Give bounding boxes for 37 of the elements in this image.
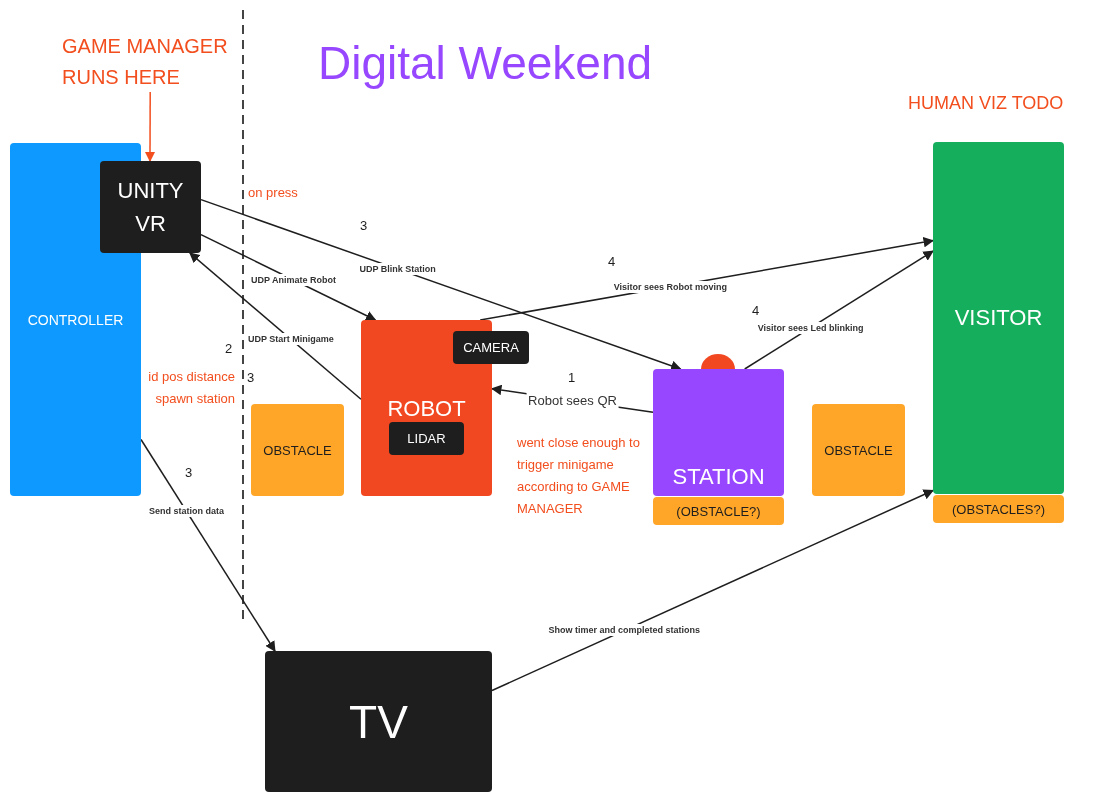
- step-number: 3: [247, 369, 255, 387]
- lidar-box: LIDAR: [389, 422, 464, 456]
- camera-box: CAMERA: [453, 331, 529, 364]
- step-number: 4: [752, 302, 760, 320]
- step-number: 1: [568, 369, 576, 387]
- edge-label: Visitor sees Led blinking: [755, 321, 866, 334]
- annotation-text: HUMAN VIZ TODO: [908, 92, 1064, 115]
- arrow: [200, 198, 682, 371]
- obstacle-box: (OBSTACLE?): [653, 497, 784, 525]
- station-box: STATION: [653, 369, 784, 496]
- annotation-text: went close enough to trigger minigame according to GAME MANAGER: [517, 434, 641, 519]
- step-number: 2: [225, 340, 233, 358]
- arrow: [140, 438, 276, 652]
- edge-label: Robot sees QR: [526, 391, 619, 409]
- obstacle-box: OBSTACLE: [251, 404, 344, 496]
- annotation-text: on press: [248, 184, 298, 202]
- edge-label: Visitor sees Robot moving: [611, 280, 730, 293]
- annotation-text: GAME MANAGER RUNS HERE: [62, 32, 242, 92]
- step-number: 3: [360, 217, 368, 235]
- step-number: 3: [185, 464, 193, 482]
- annotation-text: id pos distance spawn station: [147, 368, 235, 409]
- tv-box: TV: [265, 651, 492, 792]
- arrow: [491, 489, 934, 692]
- edge-label: UDP Start Minigame: [245, 333, 336, 346]
- edge-label: Show timer and completed stations: [546, 624, 703, 637]
- visitor-box: VISITOR: [933, 142, 1064, 494]
- edge-label: UDP Blink Station: [357, 263, 438, 276]
- unity-box: UNITY VR: [100, 161, 201, 253]
- arrow: [144, 91, 156, 163]
- arrow: [189, 252, 362, 400]
- step-number: 4: [608, 253, 616, 271]
- edge-label: Send station data: [147, 505, 227, 518]
- obstacle-box: OBSTACLE: [812, 404, 905, 496]
- obstacle-box: (OBSTACLES?): [933, 495, 1064, 523]
- arrow: [743, 250, 934, 370]
- title: Digital Weekend: [318, 36, 653, 90]
- edge-label: UDP Animate Robot: [248, 273, 338, 286]
